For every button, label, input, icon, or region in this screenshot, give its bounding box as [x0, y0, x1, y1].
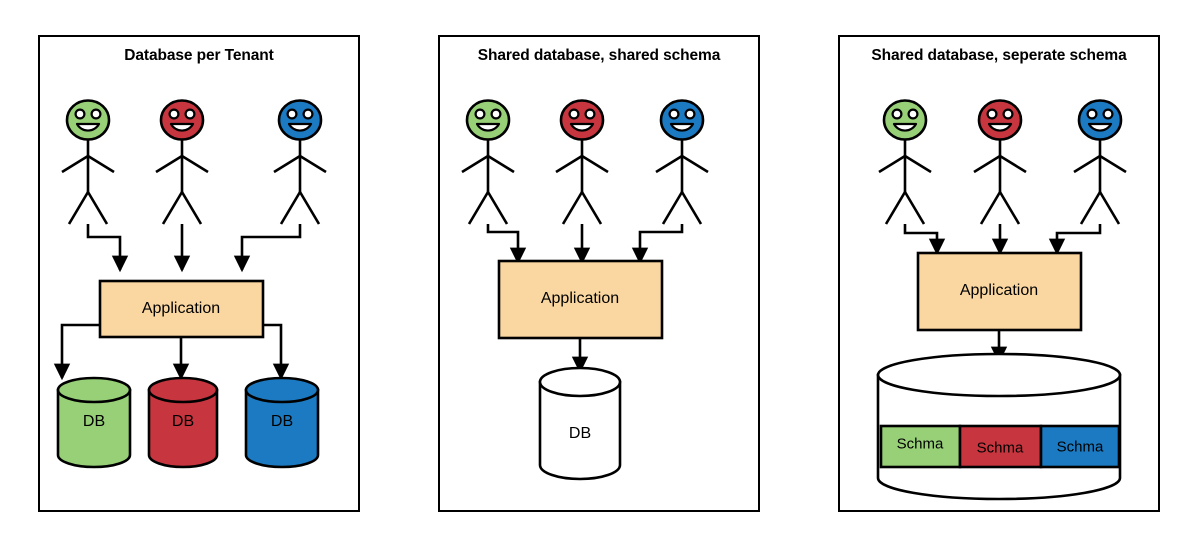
panel-title: Shared database, shared schema	[477, 47, 721, 64]
panel-title: Database per Tenant	[124, 47, 274, 64]
database-label: DB	[82, 413, 106, 430]
application-label: Application	[540, 290, 620, 307]
application-label: Application	[959, 282, 1039, 299]
schema-label: Schma	[1056, 438, 1104, 456]
database-label: DB	[568, 425, 592, 442]
panel-database-per-tenant: Database per Tenant	[38, 35, 360, 512]
schema-label: Schma	[976, 439, 1024, 457]
application-label: Application	[141, 300, 221, 317]
database-label: DB	[270, 413, 294, 430]
panel-title: Shared database, seperate schema	[871, 47, 1127, 64]
database-label: DB	[171, 413, 195, 430]
schema-label: Schma	[896, 435, 944, 453]
panel-shared-database-shared-schema: Shared database, shared schema	[438, 35, 760, 512]
